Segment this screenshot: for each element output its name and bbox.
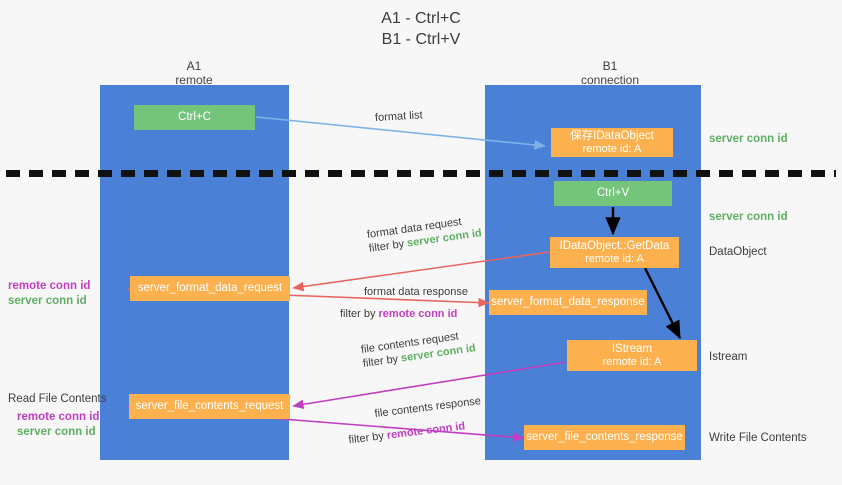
column-header-b1-name: B1 [602,59,618,73]
node-server-file-contents-response-label: server_file_contents_response [526,431,683,443]
column-header-b1: B1 connection [530,59,690,87]
node-save-idataobject-label: 保存IDataObject [570,129,654,142]
node-server-format-data-request[interactable]: server_format_data_request [130,276,290,301]
node-ctrl-c-label: Ctrl+C [178,111,211,123]
column-header-b1-role: connection [580,73,640,87]
edge-label-format-data-response-title: format data response [364,286,468,298]
node-idataobject-getdata[interactable]: IDataObject::GetData remote id: A [550,237,679,268]
title-line-2: B1 - Ctrl+V [381,31,461,48]
node-server-format-data-request-label: server_format_data_request [137,282,283,294]
right-label-server-conn-id-mid: server conn id [709,211,788,223]
dashed-divider [6,170,836,177]
column-header-a1: A1 remote [114,59,274,87]
right-label-istream: Istream [709,351,748,363]
node-ctrl-v-label: Ctrl+V [596,187,630,199]
edge-label-format-data-response: format data response filter by remote co… [340,285,468,321]
edge-label-format-data-request: format data request filter by server con… [366,212,483,256]
left-label-server-conn-id-lower: server conn id [17,426,96,438]
node-ctrl-v[interactable]: Ctrl+V [554,181,672,206]
left-label-server-conn-id-upper: server conn id [8,295,87,307]
left-label-read-file-contents: Read File Contents [8,393,107,405]
node-istream[interactable]: IStream remote id: A [567,340,697,371]
node-save-idataobject[interactable]: 保存IDataObject remote id: A [551,128,673,157]
right-label-write-file-contents: Write File Contents [709,432,807,444]
node-server-file-contents-request[interactable]: server_file_contents_request [129,394,290,419]
node-istream-remote-id: remote id: A [602,355,662,368]
title-line-1: A1 - Ctrl+C [381,10,461,27]
node-save-idataobject-remote-id: remote id: A [582,142,642,155]
node-istream-label: IStream [611,342,653,355]
edge-label-file-contents-request: file contents request filter by server c… [360,327,477,371]
left-label-remote-conn-id-upper: remote conn id [8,280,91,292]
token-remote-conn-id: remote conn id [378,308,458,320]
edge-label-format-data-response-filter: filter by remote conn id [340,308,458,320]
node-server-format-data-response[interactable]: server_format_data_response [489,290,647,315]
token-remote-conn-id: remote conn id [386,420,466,442]
left-label-remote-conn-id-lower: remote conn id [17,411,100,423]
edge-label-file-contents-response-title: file contents response [373,395,482,421]
right-label-dataobject: DataObject [709,246,767,258]
edge-label-file-contents-response: file contents response filter by remote … [348,394,485,446]
edge-label-file-contents-response-filter: filter by remote conn id [347,420,466,447]
node-idataobject-getdata-remote-id: remote id: A [585,252,644,265]
edge-label-format-list: format list [374,109,423,124]
page-title: A1 - Ctrl+C B1 - Ctrl+V [0,8,842,50]
node-ctrl-c[interactable]: Ctrl+C [134,105,255,130]
right-label-server-conn-id-top: server conn id [709,133,788,145]
node-server-format-data-response-label: server_format_data_response [491,296,645,308]
node-server-file-contents-response[interactable]: server_file_contents_response [524,425,685,450]
column-header-a1-role: remote [175,73,213,87]
node-server-file-contents-request-label: server_file_contents_request [135,400,284,412]
column-header-a1-name: A1 [186,59,202,73]
node-idataobject-getdata-label: IDataObject::GetData [559,239,670,252]
